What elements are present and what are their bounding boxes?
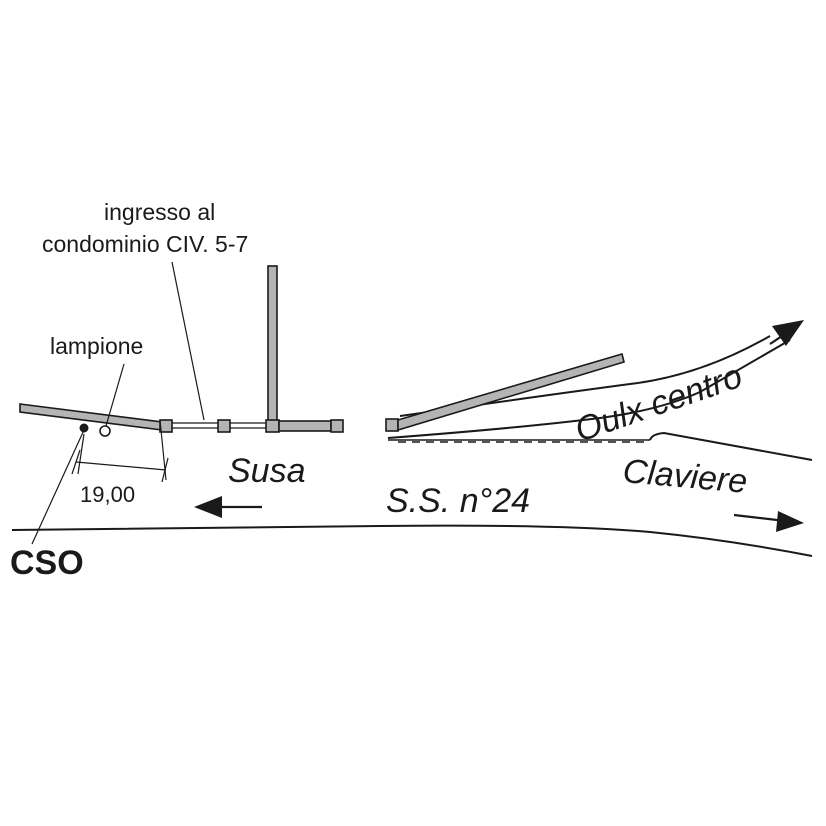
dimension-label: 19,00 (80, 482, 135, 507)
cso-leader (31, 429, 85, 545)
susa-label: Susa (228, 452, 306, 490)
arrow-claviere (733, 511, 804, 532)
wall-post-right (330, 419, 344, 433)
road-south-edge (11, 524, 813, 557)
arrow-oulx-centro (769, 320, 804, 346)
arrow-susa (194, 496, 262, 518)
lamppost-leader (105, 363, 125, 427)
entrance-gate (172, 419, 268, 433)
wall-right-sloped (397, 352, 625, 432)
wall-post-left (159, 419, 173, 433)
wall-post-corner (265, 419, 280, 433)
wall-short-horizontal (278, 420, 332, 432)
claviere-label: Claviere (621, 452, 749, 501)
cso-label: CSO (10, 544, 84, 582)
road-label: S.S. n°24 (386, 482, 530, 520)
oulx-branch-lower-edge (387, 339, 791, 439)
entrance-label-line1: ingresso al (104, 199, 215, 225)
claviere-branch-edge (649, 431, 813, 461)
road-edges (11, 335, 813, 557)
wall-left-sloped (19, 403, 163, 431)
leader-lines (31, 261, 205, 545)
gate-post-middle (217, 419, 231, 433)
lamppost-label: lampione (50, 333, 143, 359)
entrance-leader (171, 261, 205, 421)
walls (19, 265, 625, 433)
lamppost-marker (99, 425, 111, 437)
entrance-label-line2: condominio CIV. 5-7 (42, 231, 248, 257)
cso-marker (79, 423, 89, 433)
wall-vertical (267, 265, 278, 423)
wall-post-far (385, 418, 399, 432)
dimension-line (71, 419, 169, 483)
